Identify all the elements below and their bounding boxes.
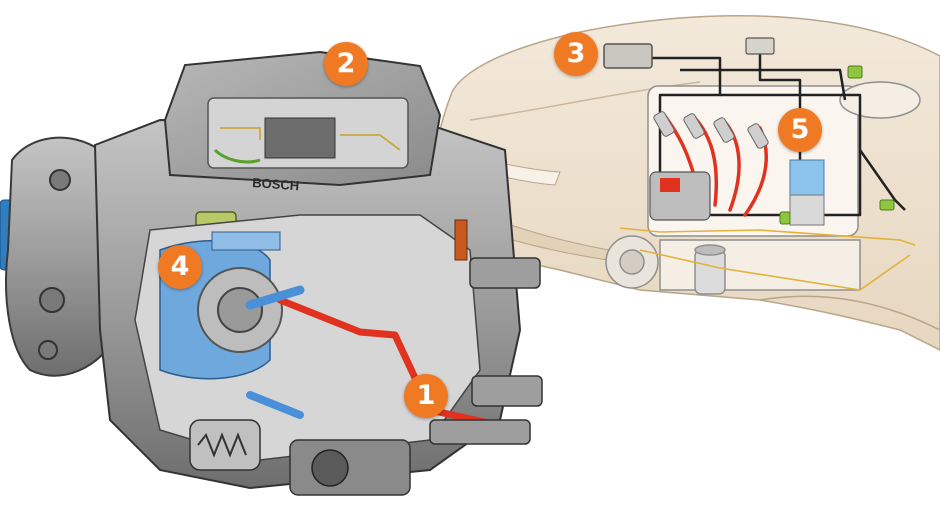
solenoid-valve (289, 439, 411, 496)
yellow-lines (619, 227, 916, 291)
green-sensors (779, 65, 895, 225)
callout-1-badge: 1 (404, 374, 448, 418)
injection-pump: BOSCH (0, 50, 543, 496)
cylinder-section (789, 159, 825, 226)
car-fender (759, 295, 940, 331)
spring-chamber (189, 419, 261, 471)
low-pressure-line (245, 285, 305, 310)
mini-pump (649, 171, 711, 221)
injector-nozzles (653, 111, 769, 149)
pump-brand-label: BOSCH (252, 175, 300, 193)
callout-2-badge: 2 (324, 42, 368, 86)
callout-5-badge: 5 (778, 108, 822, 152)
mounting-flange (5, 136, 122, 377)
callout-3-badge: 3 (554, 32, 598, 76)
outlet-fittings (429, 257, 543, 445)
ecu-unit (603, 37, 775, 69)
high-pressure-line (276, 296, 524, 434)
callout-4-badge: 4 (158, 245, 202, 289)
